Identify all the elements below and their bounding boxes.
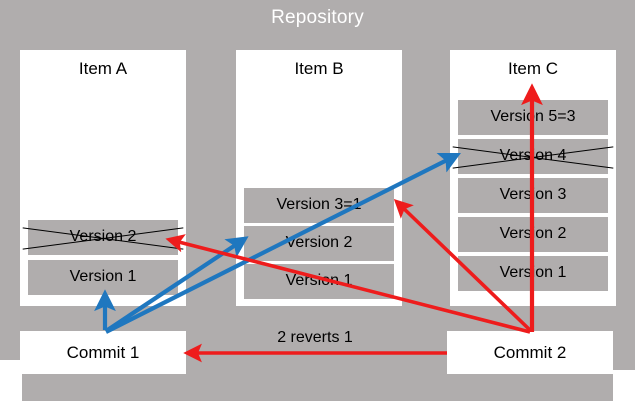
item-c-version-5: Version 5=3 (458, 100, 608, 135)
item-c-version-4: Version 4 (458, 139, 608, 174)
item-c-version-2: Version 2 (458, 217, 608, 252)
commit-1-box: Commit 1 (20, 331, 186, 374)
item-c-version-1: Version 1 (458, 256, 608, 291)
item-c-version-5-label: Version 5=3 (490, 108, 576, 125)
item-a-version-2-label: Version 2 (69, 228, 137, 245)
repository-title: Repository (271, 7, 364, 28)
item-b-version-2: Version 2 (244, 226, 394, 261)
commit-2-box: Commit 2 (447, 331, 613, 374)
edge-notch-left (0, 360, 22, 401)
item-c-version-4-label: Version 4 (499, 147, 567, 164)
commit-1-label: Commit 1 (66, 342, 140, 362)
item-c-title: Item C (507, 59, 559, 78)
commit-2-label: Commit 2 (493, 342, 567, 362)
item-a-version-2: Version 2 (28, 220, 178, 255)
item-b-version-3: Version 3=1 (244, 188, 394, 223)
item-a-version-1: Version 1 (28, 260, 178, 295)
item-a-title: Item A (78, 59, 128, 78)
item-b-version-1: Version 1 (244, 264, 394, 299)
item-box-b: Item B Version 3=1 Version 2 Version 1 (236, 50, 402, 306)
item-a-version-1-label: Version 1 (69, 268, 137, 285)
item-box-a: Item A Version 2 Version 1 (20, 50, 186, 306)
item-c-version-1-label: Version 1 (499, 264, 567, 281)
item-c-version-3-label: Version 3 (499, 186, 567, 203)
item-b-version-3-label: Version 3=1 (276, 196, 362, 213)
item-c-version-3: Version 3 (458, 178, 608, 213)
item-box-c: Item C Version 5=3 Version 4 Version 3 V… (450, 50, 616, 306)
item-b-version-2-label: Version 2 (285, 234, 353, 251)
item-c-version-2-label: Version 2 (499, 225, 567, 242)
edge-notch-right (613, 370, 635, 401)
reverts-annotation-label: 2 reverts 1 (277, 329, 353, 346)
item-b-version-1-label: Version 1 (285, 272, 353, 289)
item-b-title: Item B (294, 59, 344, 78)
